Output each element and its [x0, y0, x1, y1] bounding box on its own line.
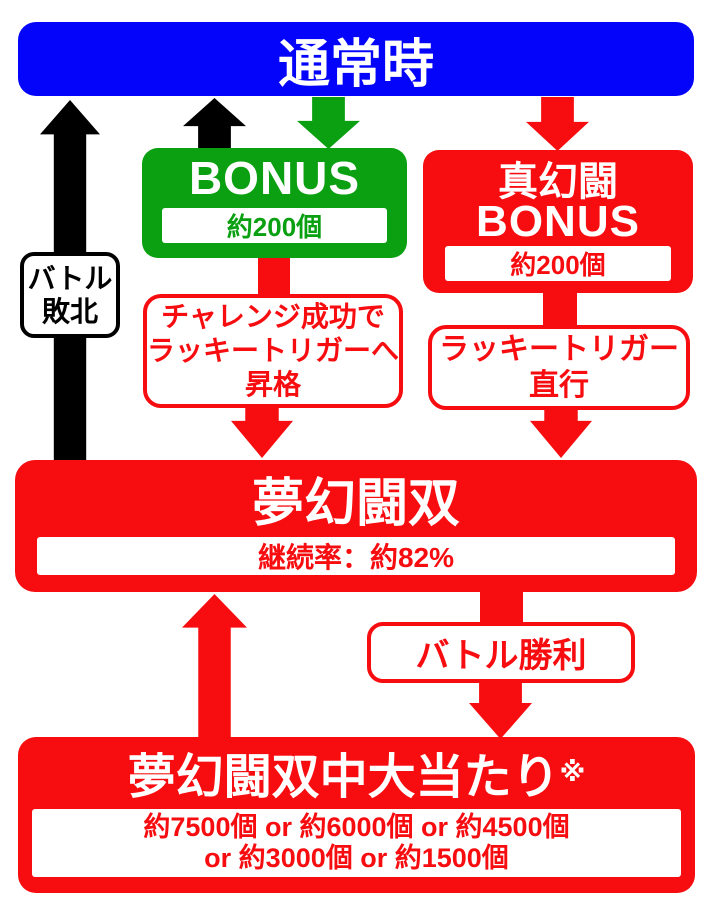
battle-win-label: バトル勝利 [367, 622, 635, 683]
arrow-bonus-to-normal [183, 98, 246, 150]
arrow-challenge-to-mugen [231, 405, 293, 458]
shin-gentou-bonus-line2: BONUS [476, 197, 640, 246]
jackpot-payouts: 約7500個 or 約6000個 or 約4500個 or 約3000個 or … [32, 809, 681, 877]
bonus-label: BONUS [188, 152, 361, 204]
jackpot-title: 夢幻闘双中大当たり※ [127, 751, 586, 804]
bonus-box: BONUS 約200個 [142, 148, 407, 258]
bonus-payout: 約200個 [162, 208, 387, 243]
lucky-trigger-direct-note: ラッキートリガー 直行 [428, 325, 690, 410]
challenge-note: チャレンジ成功で ラッキートリガーへ 昇格 [143, 294, 403, 408]
arrow-jackpot-to-mugen [182, 594, 247, 740]
battle-lose-label: バトル 敗北 [20, 252, 120, 338]
shin-gentou-bonus-payout: 約200個 [445, 246, 671, 281]
jackpot-payout-line1: 約7500個 or 約6000個 or 約4500個 [143, 812, 570, 842]
normal-state-label: 通常時 [277, 35, 434, 94]
connector-bonus-to-challenge [258, 256, 290, 298]
mugen-tousou-box: 夢幻闘双 継続率：約82% [15, 460, 697, 592]
jackpot-payout-line2: or 約3000個 or 約1500個 [204, 843, 509, 873]
arrow-battle-win-to-jackpot [469, 681, 532, 739]
arrow-normal-to-bonus [297, 97, 360, 149]
shin-gentou-bonus-line1: 真幻闘 [498, 160, 618, 204]
mugen-tousou-label: 夢幻闘双 [251, 474, 460, 533]
jackpot-box: 夢幻闘双中大当たり※ 約7500個 or 約6000個 or 約4500個 or… [18, 737, 695, 893]
shin-gentou-bonus-box: 真幻闘 BONUS 約200個 [423, 150, 693, 293]
arrow-lt-direct-to-mugen [530, 405, 592, 458]
connector-mugen-to-battle-win [480, 590, 523, 628]
normal-state-box: 通常時 [18, 22, 694, 96]
mugen-tousou-rate: 継続率：約82% [37, 537, 675, 575]
arrow-normal-to-shin-bonus [526, 97, 589, 151]
connector-shin-bonus-to-lt-direct [543, 291, 577, 329]
